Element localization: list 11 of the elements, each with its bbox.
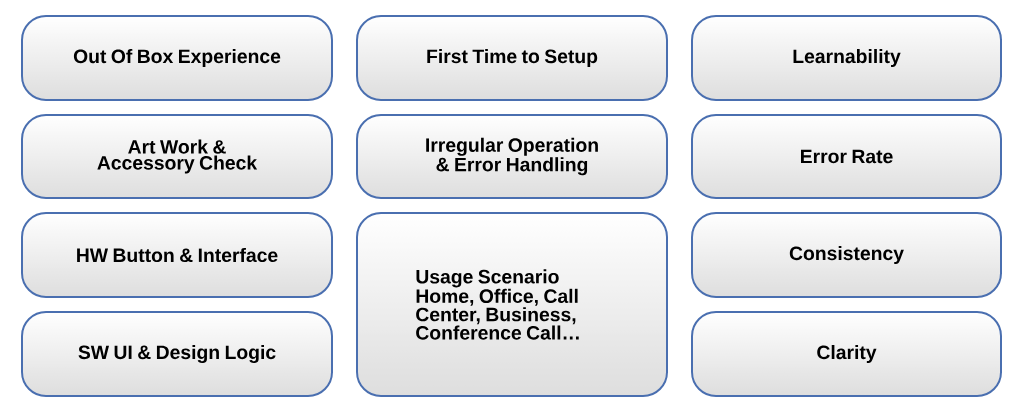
rounded-box: HW Button & Interface bbox=[21, 212, 333, 298]
rounded-box: Art Work & Accessory Check bbox=[21, 114, 333, 199]
rounded-box: SW UI & Design Logic bbox=[21, 311, 333, 397]
rounded-box: Consistency bbox=[691, 212, 1002, 298]
rounded-box: Irregular Operation & Error Handling bbox=[356, 114, 668, 199]
rounded-box: Error Rate bbox=[691, 114, 1002, 199]
rounded-box: Learnability bbox=[691, 15, 1002, 101]
rounded-box: First Time to Setup bbox=[356, 15, 668, 101]
rounded-box: Clarity bbox=[691, 311, 1002, 397]
rounded-box: Out Of Box Experience bbox=[21, 15, 333, 101]
rounded-box: Usage Scenario Home, Office, Call Center, Business, Conference Call… bbox=[356, 212, 668, 397]
